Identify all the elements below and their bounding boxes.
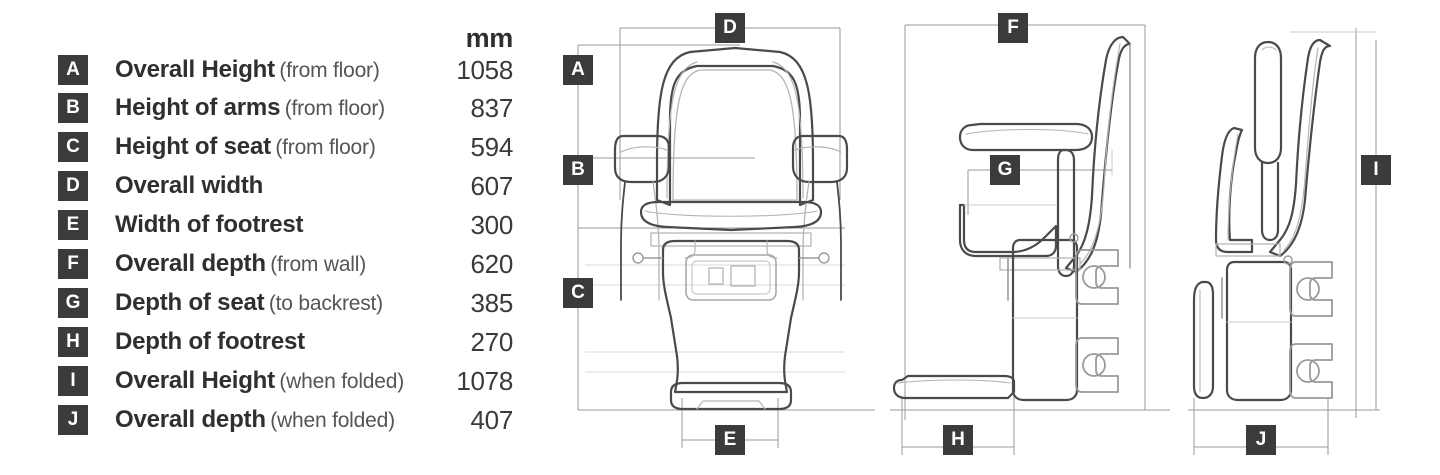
dimension-marker-d: D [715,13,745,43]
row-label-e: Width of footrest [115,207,304,243]
row-badge-i: I [58,366,88,396]
row-value-g: 385 [470,288,514,318]
specification-table: mm A Overall Height (from floor) 1058 B … [0,0,540,475]
row-label-b: Height of arms (from floor) [115,90,385,126]
row-badge-f: F [58,249,88,279]
rail-bracket-lower [1075,337,1119,393]
row-label-main: Depth of seat [115,289,265,316]
folded-elevation-diagram: I J [1180,0,1440,475]
row-value-a: 1058 [456,55,513,85]
dimension-marker-j: J [1246,425,1276,455]
row-label-main: Overall Height [115,56,275,83]
row-value-f: 620 [470,249,514,279]
row-label-h: Depth of footrest [115,324,305,360]
row-badge-c: C [58,132,88,162]
front-elevation-drawing [577,27,875,448]
footrest-folded-upright [1192,280,1215,400]
dimension-lines [1188,28,1380,455]
row-label-main: Overall depth [115,250,266,277]
table-row: J Overall depth (when folded) 407 [0,402,540,441]
carriage-folded [1221,255,1293,402]
row-label-main: Width of footrest [115,211,304,238]
seat-side [958,203,1081,271]
row-label-qualifier: (from floor) [279,59,380,82]
dimension-lines [577,27,875,448]
row-value-c: 594 [470,132,514,162]
armrest-side [958,122,1094,278]
table-row: E Width of footrest 300 [0,207,540,246]
row-label-i: Overall Height (when folded) [115,363,404,399]
table-row: A Overall Height (from floor) 1058 [0,52,540,91]
armrest-left [613,134,671,301]
row-label-main: Depth of footrest [115,328,305,355]
row-value-e: 300 [470,210,514,240]
row-label-d: Overall width [115,168,263,204]
dimension-marker-i: I [1361,155,1391,185]
dimension-marker-g: G [990,155,1020,185]
pedestal-body [661,239,801,411]
front-elevation-diagram: A B C D E [545,0,875,475]
row-value-d: 607 [470,171,514,201]
footrest-side [892,374,1016,400]
row-label-main: Overall depth [115,406,266,433]
dimension-marker-a: A [563,55,593,85]
row-value-b: 837 [470,93,514,123]
armrest-folded-upright [1253,40,1283,242]
row-value-j: 407 [470,405,514,435]
table-row: I Overall Height (when folded) 1078 [0,363,540,402]
dimension-marker-c: C [563,278,593,308]
row-label-qualifier: (from floor) [284,97,385,120]
backrest-side [1064,35,1132,274]
row-label-main: Overall width [115,172,264,199]
row-label-qualifier: (when folded) [270,409,395,432]
side-elevation-diagram: F G H [880,0,1180,475]
table-row: H Depth of footrest 270 [0,324,540,363]
row-value-h: 270 [470,327,514,357]
dimension-lines [890,24,1170,455]
row-label-c: Height of seat (from floor) [115,129,376,165]
armrest-right [791,134,849,301]
row-badge-d: D [58,171,88,201]
row-label-qualifier: (to backrest) [268,292,383,315]
row-label-a: Overall Height (from floor) [115,52,380,88]
table-row: C Height of seat (from floor) 594 [0,129,540,168]
row-badge-e: E [58,210,88,240]
row-label-main: Overall Height [115,367,275,394]
row-value-i: 1078 [456,366,513,396]
row-label-qualifier: (from wall) [270,253,367,276]
rail-bracket-lower [1289,343,1333,399]
table-row: G Depth of seat (to backrest) 385 [0,285,540,324]
rail-bracket-upper [1075,249,1119,305]
folded-elevation-drawing [1188,28,1380,455]
seat-folded-upright [1214,126,1281,257]
chair-outline-front [655,46,815,207]
row-badge-a: A [58,55,88,85]
table-row: F Overall depth (from wall) 620 [0,246,540,285]
row-label-g: Depth of seat (to backrest) [115,285,383,321]
side-elevation-drawing [890,24,1170,455]
table-row: B Height of arms (from floor) 837 [0,90,540,129]
dimension-marker-h: H [943,425,973,455]
row-label-main: Height of seat [115,133,271,160]
row-label-main: Height of arms [115,94,281,121]
row-label-f: Overall depth (from wall) [115,246,366,282]
row-label-qualifier: (from floor) [275,136,376,159]
row-label-j: Overall depth (when folded) [115,402,395,438]
row-badge-j: J [58,405,88,435]
rail-bracket-upper [1289,261,1333,317]
row-badge-h: H [58,327,88,357]
swivel-handles [632,252,830,264]
table-row: D Overall width 607 [0,168,540,207]
unit-header: mm [465,23,514,53]
row-label-qualifier: (when folded) [279,370,405,393]
carriage-side [1007,233,1079,402]
row-badge-b: B [58,93,88,123]
dimension-marker-f: F [998,13,1028,43]
dimension-marker-b: B [563,155,593,185]
dimension-marker-e: E [715,425,745,455]
seat-cushion-front [639,200,823,247]
row-badge-g: G [58,288,88,318]
